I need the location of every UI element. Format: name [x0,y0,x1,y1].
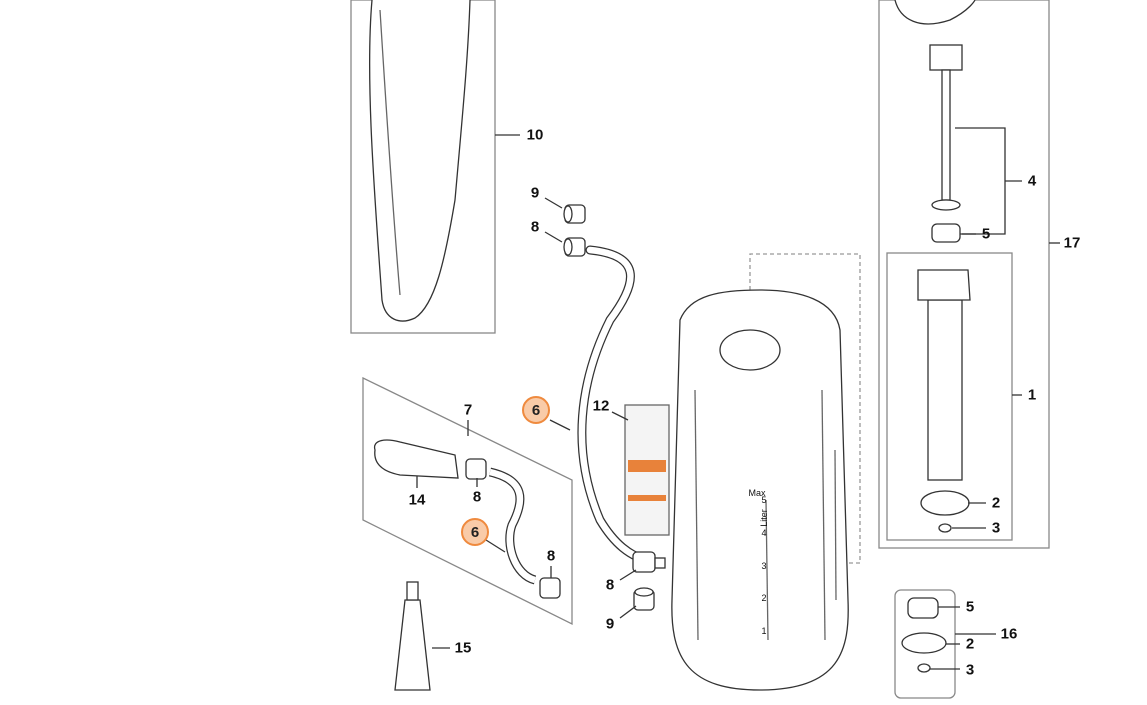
dashed-outline [749,253,861,564]
callout-8[interactable]: 8 [605,576,615,594]
callout-8[interactable]: 8 [472,488,482,506]
callout-16[interactable]: 16 [1000,625,1018,643]
group-box-1 [886,252,1013,541]
tank-filler [719,329,781,371]
callout-17[interactable]: 17 [1063,234,1081,252]
tank-mark: 2 [761,593,767,603]
callout-6-highlighted[interactable]: 6 [522,396,550,424]
callout-8[interactable]: 8 [530,218,540,236]
tank-max-label: Max [748,488,766,498]
callout-9[interactable]: 9 [605,615,615,633]
tank-liter-label: Liter [759,509,769,527]
leader-lines [416,134,1022,670]
group-box-10 [350,0,496,334]
tank-mark: 5 [761,495,767,505]
nut-parts [465,204,666,611]
callout-5[interactable]: 5 [981,225,991,243]
callout-2[interactable]: 2 [965,635,975,653]
tank [671,289,849,691]
callout-7[interactable]: 7 [463,401,473,419]
callout-9[interactable]: 9 [530,184,540,202]
shoulder-strap [368,0,471,322]
tank-mark: 3 [761,561,767,571]
callout-1[interactable]: 1 [1027,386,1037,404]
grease-tube-15 [394,599,431,691]
callout-10[interactable]: 10 [526,126,544,144]
nozzle-14 [373,439,459,479]
strap-seam [379,9,401,296]
tank-mark: 1 [761,626,767,636]
callout-8[interactable]: 8 [546,547,556,565]
pump-cylinder-1 [927,299,963,481]
hose-6-inner [578,246,649,564]
group-box-17 [878,0,1050,549]
callout-12[interactable]: 12 [592,397,610,415]
tank-mark: 4 [761,528,767,538]
callout-6-highlighted[interactable]: 6 [461,518,489,546]
callout-14[interactable]: 14 [408,491,426,509]
callout-3[interactable]: 3 [991,519,1001,537]
callout-5[interactable]: 5 [965,598,975,616]
handle-top [894,0,976,25]
group-box-7 [362,376,573,626]
callout-3[interactable]: 3 [965,661,975,679]
callout-15[interactable]: 15 [454,639,472,657]
short-hose-inner [489,468,537,584]
callout-2[interactable]: 2 [991,494,1001,512]
callout-4[interactable]: 4 [1027,172,1037,190]
